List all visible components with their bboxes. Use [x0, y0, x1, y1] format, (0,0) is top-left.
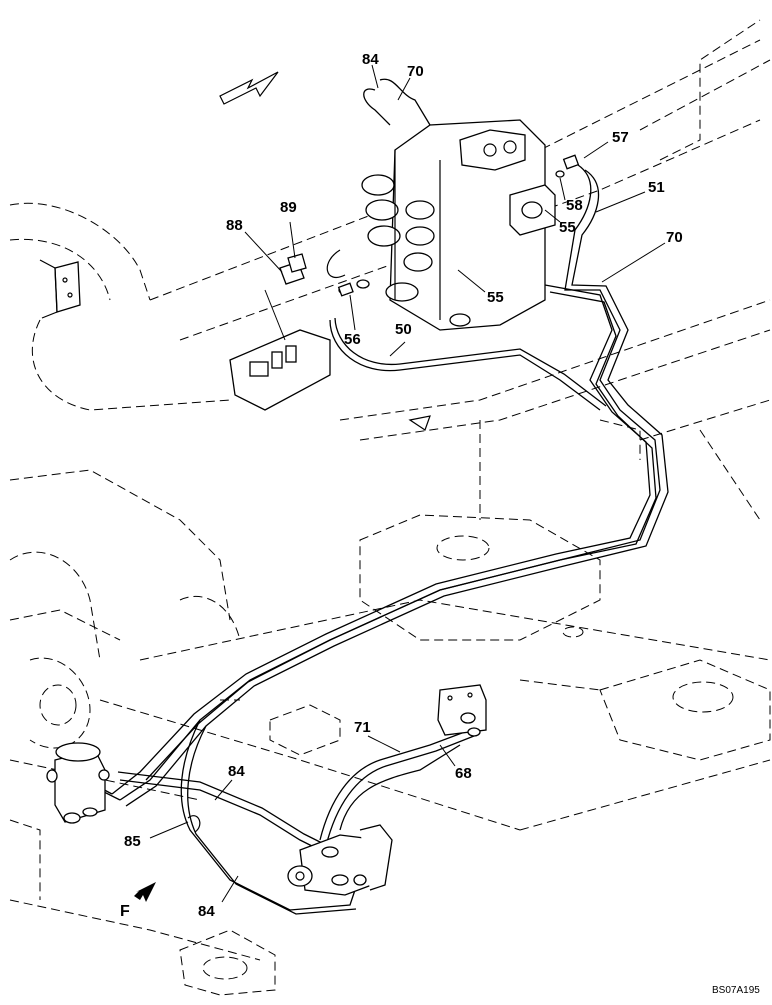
forward-arrow-icon: [134, 882, 156, 902]
direction-arrow-icon: [219, 71, 279, 105]
label-part-51: 51: [648, 179, 665, 196]
label-part-70-top: 70: [407, 63, 424, 80]
label-part-68: 68: [455, 765, 472, 782]
drawing-reference-code: BS07A195: [712, 985, 760, 996]
label-part-55-lower: 55: [487, 289, 504, 306]
part-labels: 84 70 57 58 51 55 70 89 88 55 56 50 71 6…: [124, 51, 683, 920]
label-part-57: 57: [612, 129, 629, 146]
label-part-50: 50: [395, 321, 412, 338]
pilot-valve: [46, 742, 110, 824]
label-part-58: 58: [566, 197, 583, 214]
fittings: [187, 154, 580, 833]
hose-bundle: [89, 78, 669, 915]
solenoid-valve: [287, 824, 393, 896]
leader-lines: [149, 64, 666, 903]
forward-direction-marker: F: [120, 882, 156, 920]
control-valve: [326, 119, 556, 331]
label-part-56: 56: [344, 331, 361, 348]
label-part-85: 85: [124, 833, 141, 850]
label-part-55-right: 55: [559, 219, 576, 236]
label-part-70-right: 70: [666, 229, 683, 246]
label-part-84-top: 84: [362, 51, 379, 68]
frame-outlines: [9, 19, 771, 996]
direction-label: F: [120, 903, 130, 920]
label-part-71: 71: [354, 719, 371, 736]
frame-bracket: [39, 259, 81, 319]
label-part-84-bottom: 84: [198, 903, 215, 920]
switch-bracket: [229, 253, 331, 411]
fitting-bracket: [437, 684, 487, 737]
label-part-84-mid: 84: [228, 763, 245, 780]
label-part-89: 89: [280, 199, 297, 216]
label-part-88: 88: [226, 217, 243, 234]
